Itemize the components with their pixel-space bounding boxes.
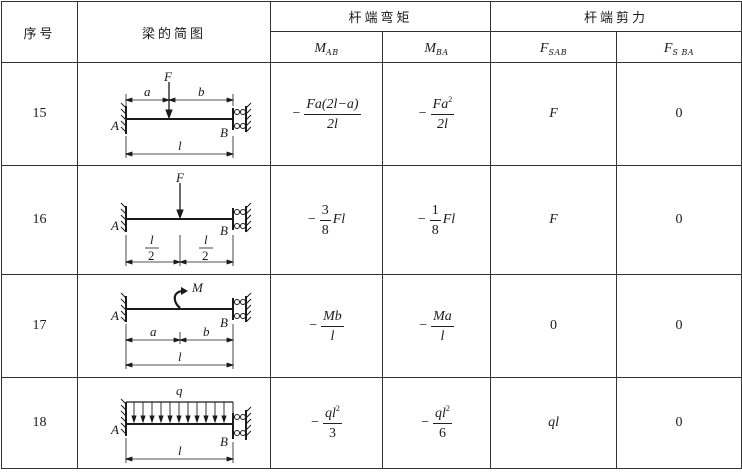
dimension-bottom (124, 438, 234, 463)
beam-diagram-cell: F a b l A B (77, 62, 271, 166)
load-label: F (163, 69, 173, 84)
svg-text:l: l (204, 232, 208, 247)
point-b-label: B (220, 434, 228, 449)
dimension-top (124, 94, 234, 106)
fixed-support-icon (120, 202, 127, 233)
f-sba-value: 0 (616, 165, 742, 275)
point-b-label: B (220, 315, 228, 330)
sliding-support-icon (231, 102, 251, 133)
span-l-label: l (178, 443, 182, 458)
load-label: F (175, 170, 185, 185)
beam-diagram-cell: M a b l A B (77, 274, 271, 378)
point-a-label: A (110, 308, 119, 323)
table-row: 15 (1, 62, 742, 166)
sliding-support-icon (231, 406, 251, 440)
segment-a-label: a (144, 84, 151, 99)
svg-text:2: 2 (148, 248, 155, 263)
beam-diagram-distributed-load: q l A B (110, 383, 251, 463)
beam-diagram-point-load: F a b l A B (110, 69, 251, 158)
f-sba-value: 0 (616, 274, 742, 378)
load-label: q (176, 383, 183, 398)
m-ab-value: − Fa(2l−a)2l (270, 62, 383, 166)
row-id: 18 (1, 377, 78, 469)
point-load-arrow-icon (175, 183, 184, 220)
row-id: 17 (1, 274, 78, 378)
span-l-label: l (178, 138, 182, 153)
f-sab-value: F (490, 62, 618, 166)
beam-diagram-cell: F l 2 l 2 A B (77, 165, 271, 275)
header-m-ab: MAB (270, 31, 383, 63)
header-f-sba: FS BA (616, 31, 742, 63)
header-seq: 序号 (1, 1, 78, 63)
header-sketch: 梁的简图 (77, 1, 271, 63)
half-span-label-right: l 2 (198, 232, 213, 263)
moment-load-arrow-icon (173, 287, 188, 309)
header-f-sab: FSAB (490, 31, 618, 63)
beam-diagram-midspan-load: F l 2 l 2 A B (110, 170, 251, 266)
distributed-load-arrows-icon (125, 401, 233, 424)
table-row: 18 (1, 377, 742, 469)
point-b-label: B (220, 223, 228, 238)
fixed-support-icon (120, 292, 127, 323)
beam-diagram-moment-load: M a b l A B (110, 280, 251, 369)
point-a-label: A (110, 422, 119, 437)
header-shear: 杆端剪力 (490, 1, 742, 32)
point-b-label: B (220, 125, 228, 140)
f-sab-value: 0 (490, 274, 618, 378)
svg-text:2: 2 (202, 248, 209, 263)
point-a-label: A (110, 118, 119, 133)
f-sba-value: 0 (616, 62, 742, 166)
dimension-bottom (124, 235, 234, 266)
table-row: 16 (1, 165, 742, 275)
segment-a-label: a (150, 324, 157, 339)
beam-diagram-cell: q l A B (77, 377, 271, 469)
header-moment: 杆端弯矩 (269, 1, 492, 32)
point-a-label: A (110, 218, 119, 233)
segment-b-label: b (203, 324, 210, 339)
dimension-middle (124, 324, 234, 369)
svg-text:l: l (150, 232, 154, 247)
dimension-bottom (124, 136, 234, 158)
fixed-support-icon (120, 398, 127, 436)
f-sab-value: F (490, 165, 618, 275)
half-span-label-left: l 2 (144, 232, 159, 263)
row-id: 16 (1, 165, 78, 275)
segment-b-label: b (198, 84, 205, 99)
load-label: M (191, 280, 204, 295)
header-m-ba: MBA (381, 31, 492, 63)
row-id: 15 (1, 62, 78, 166)
dimension-bottom (124, 362, 234, 368)
f-sab-value: ql (490, 377, 618, 469)
sliding-support-icon (231, 202, 251, 233)
span-l-label: l (178, 349, 182, 364)
f-sba-value: 0 (616, 377, 742, 469)
fixed-support-icon (120, 102, 127, 134)
table-row: 17 (1, 274, 742, 378)
sliding-support-icon (231, 292, 251, 323)
